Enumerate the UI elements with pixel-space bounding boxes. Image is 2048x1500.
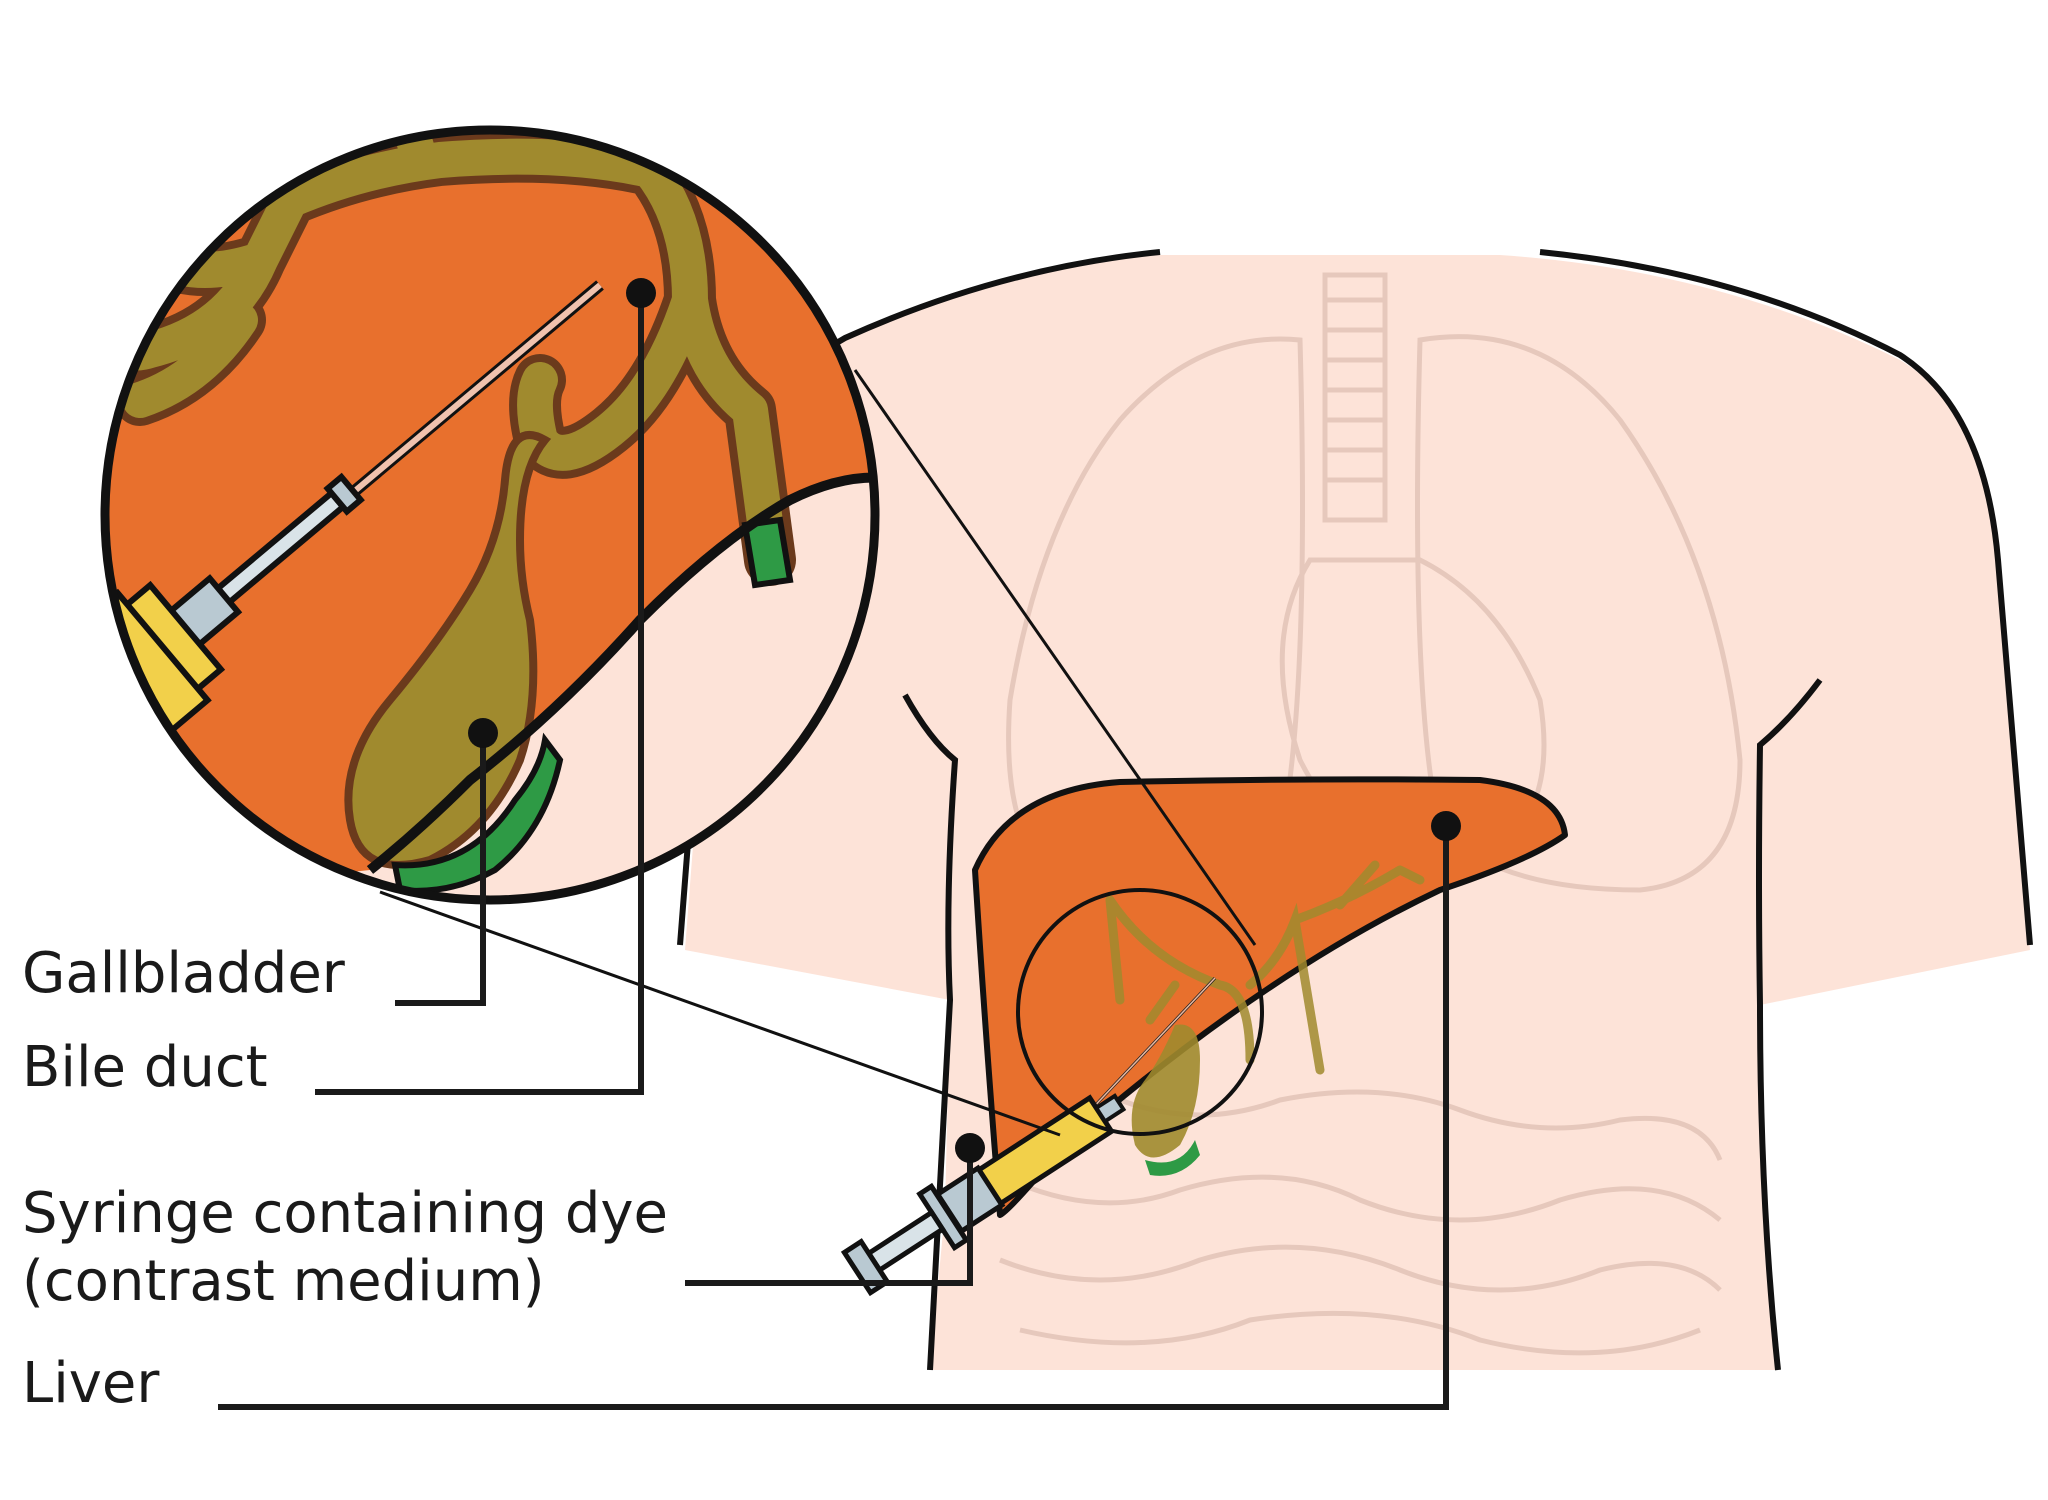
label-liver: Liver xyxy=(22,1351,160,1416)
trachea xyxy=(1322,272,1388,523)
ghost-organs xyxy=(999,272,1743,1356)
label-syringe-line1: Syringe containing dye xyxy=(22,1181,668,1246)
label-syringe-line2: (contrast medium) xyxy=(22,1249,545,1315)
mag-duct-green xyxy=(741,516,794,589)
label-gallbladder: Gallbladder xyxy=(22,941,345,1006)
gallbladder-green-small xyxy=(1145,1140,1200,1176)
syringe-small xyxy=(840,976,1217,1297)
leader-bile-duct xyxy=(315,293,644,1095)
magnified-view xyxy=(100,125,880,905)
leader-liver xyxy=(218,826,1449,1410)
torso-outline-right xyxy=(1539,249,2033,946)
mag-bile-duct-tree xyxy=(105,130,796,586)
liver xyxy=(972,776,1568,1218)
leader-dots xyxy=(468,278,1461,1163)
dot-bile-duct xyxy=(626,278,656,308)
label-bile-duct: Bile duct xyxy=(22,1035,268,1100)
liver-shape xyxy=(972,776,1568,1218)
zoom-line-upper xyxy=(853,369,1257,946)
dot-gallbladder xyxy=(468,718,498,748)
lung-right xyxy=(1415,334,1743,893)
zoom-source-circle xyxy=(1016,888,1264,1136)
mag-liver-edge xyxy=(366,472,875,874)
leader-gallbladder xyxy=(395,733,486,1006)
label-syringe: Syringe containing dye (contrast medium) xyxy=(22,1180,668,1317)
dot-liver xyxy=(1431,811,1461,841)
leader-lines xyxy=(218,293,1449,1410)
leader-syringe xyxy=(685,1148,973,1286)
bile-duct-small xyxy=(1105,860,1425,1075)
mag-gallbladder-green xyxy=(391,732,564,894)
zoom-line-lower xyxy=(379,890,1061,1137)
mag-circle-outline xyxy=(100,125,880,905)
right-armpit-line xyxy=(1756,678,1823,1371)
dot-syringe xyxy=(955,1133,985,1163)
intestines xyxy=(999,1089,1723,1356)
